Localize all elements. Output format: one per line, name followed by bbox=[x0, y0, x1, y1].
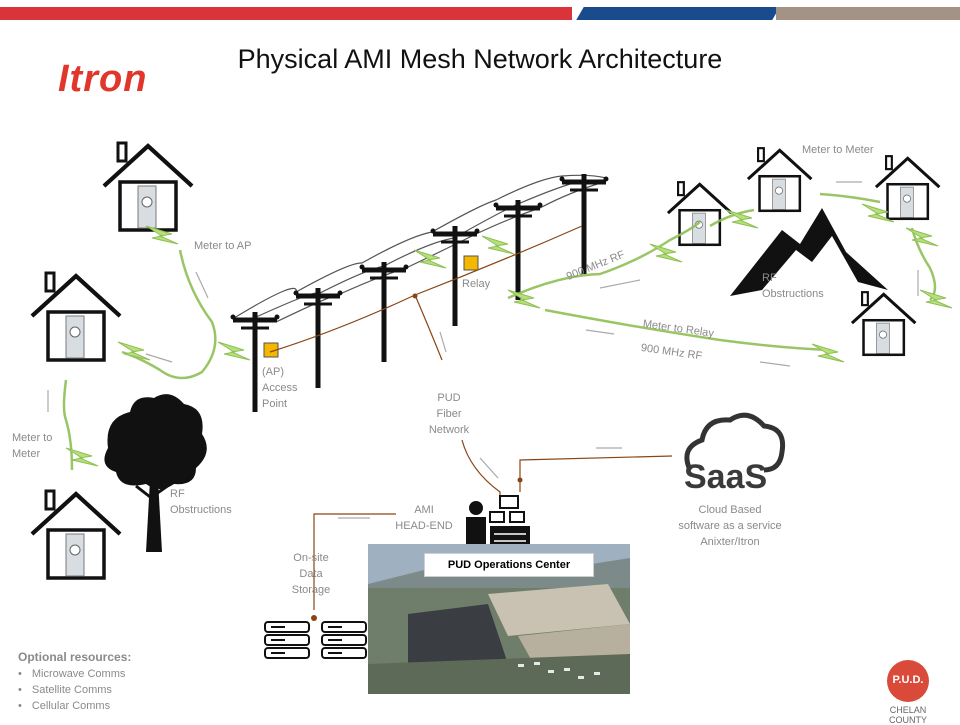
pud-seal-text: P.U.D. bbox=[892, 674, 924, 686]
pud-fiber-line2: Fiber bbox=[436, 408, 462, 420]
pud-fiber-line3: Network bbox=[428, 424, 470, 436]
utility-pole-icon-2 bbox=[294, 288, 343, 388]
meter-to-meter-right-label: Meter to Meter bbox=[802, 144, 874, 156]
optional-resources-list: Microwave Comms Satellite Comms Cellular… bbox=[18, 666, 131, 714]
house-icon-mid-left bbox=[30, 271, 122, 362]
ami-head-end-label: AMI HEAD-END bbox=[392, 502, 456, 534]
rf-obstructions-mountain-label: RF Obstructions bbox=[762, 270, 824, 302]
rf-bolt-icon bbox=[919, 289, 953, 309]
saas-label: SaaS bbox=[684, 458, 768, 496]
access-point-line3: Point bbox=[262, 398, 288, 410]
house-icon-right-3 bbox=[874, 154, 941, 221]
onsite-storage-line2: Data bbox=[299, 568, 323, 580]
rf-bolt-icon bbox=[649, 243, 683, 263]
access-point-line1: (AP) bbox=[262, 366, 284, 378]
power-line-wires bbox=[233, 174, 607, 323]
meter-to-meter-left-label: Meter to Meter bbox=[12, 430, 52, 462]
rf-obstructions-tree-line2: Obstructions bbox=[170, 504, 232, 516]
server-icon-1 bbox=[264, 621, 310, 659]
onsite-storage-line1: On-site bbox=[293, 552, 329, 564]
itron-logo: Itron bbox=[58, 58, 148, 100]
rf-obstructions-mountain-line1: RF bbox=[762, 272, 777, 284]
cloud-line1: Cloud Based bbox=[698, 504, 762, 516]
onsite-storage-line3: Storage bbox=[291, 584, 331, 596]
optional-resources-heading-text: Optional resources bbox=[18, 650, 128, 664]
rf-obstructions-mountain-line2: Obstructions bbox=[762, 288, 824, 300]
relay-marker bbox=[463, 255, 479, 271]
house-icon-right-4 bbox=[850, 290, 917, 357]
list-item: Cellular Comms bbox=[18, 698, 131, 714]
chelan-pud-logo: P.U.D. CHELAN COUNTY bbox=[876, 660, 940, 725]
rf-bolt-icon bbox=[811, 343, 845, 363]
rf-bolt-icon bbox=[413, 249, 447, 269]
house-icon-top-left bbox=[102, 141, 194, 232]
rf-bolt-icon bbox=[507, 289, 541, 309]
fiber-junction-dot bbox=[412, 293, 418, 299]
operations-center-label: PUD Operations Center bbox=[424, 553, 594, 577]
rf-obstructions-tree-line1: RF bbox=[170, 488, 185, 500]
cloud-label: Cloud Based software as a service Anixte… bbox=[664, 502, 796, 550]
cloud-icon bbox=[684, 412, 786, 473]
header-band-red bbox=[0, 7, 572, 20]
access-point-label: (AP) Access Point bbox=[262, 364, 297, 412]
tree-icon bbox=[104, 394, 207, 552]
onsite-storage-label: On-site Data Storage bbox=[282, 550, 340, 598]
ami-head-end-line1: AMI bbox=[414, 504, 434, 516]
utility-pole-icon-3 bbox=[360, 262, 409, 362]
meter-to-ap-label: Meter to AP bbox=[194, 240, 252, 252]
rf-bolt-icon bbox=[905, 227, 939, 247]
fiber-junction-dot bbox=[517, 477, 523, 483]
storage-junction-dot bbox=[311, 615, 317, 621]
cloud-line3: Anixter/Itron bbox=[700, 536, 760, 548]
meter-to-meter-left-line2: Meter bbox=[12, 448, 41, 460]
ami-head-end-line2: HEAD-END bbox=[395, 520, 453, 532]
pud-fiber-line1: PUD bbox=[437, 392, 461, 404]
cloud-line2: software as a service bbox=[678, 520, 782, 532]
pud-seal-icon: P.U.D. bbox=[887, 660, 929, 702]
header-band-tan bbox=[776, 7, 960, 20]
house-icon-bottom-left bbox=[30, 489, 122, 580]
mountain-icon bbox=[730, 208, 888, 296]
relay-label: Relay bbox=[462, 278, 491, 290]
pud-county-text: CHELAN COUNTY bbox=[889, 705, 927, 725]
optional-resources: Optional resources: Microwave Comms Sate… bbox=[18, 650, 131, 714]
access-point-line2: Access bbox=[262, 382, 298, 394]
list-item: Microwave Comms bbox=[18, 666, 131, 682]
rf-bolt-icon bbox=[217, 341, 251, 361]
page-title: Physical AMI Mesh Network Architecture bbox=[237, 44, 723, 74]
list-item: Satellite Comms bbox=[18, 682, 131, 698]
optional-resources-heading: Optional resources: bbox=[18, 650, 132, 664]
server-icon-2 bbox=[321, 621, 367, 659]
pud-fiber-network-label: PUD Fiber Network bbox=[422, 390, 476, 438]
head-end-workstation-icon bbox=[466, 495, 530, 549]
bidirectional-arrow-icons bbox=[47, 181, 919, 519]
meter-to-meter-left-line1: Meter to bbox=[12, 432, 53, 444]
rf-obstructions-tree-label: RF Obstructions bbox=[170, 486, 232, 518]
rf-bolt-icon bbox=[481, 235, 515, 255]
